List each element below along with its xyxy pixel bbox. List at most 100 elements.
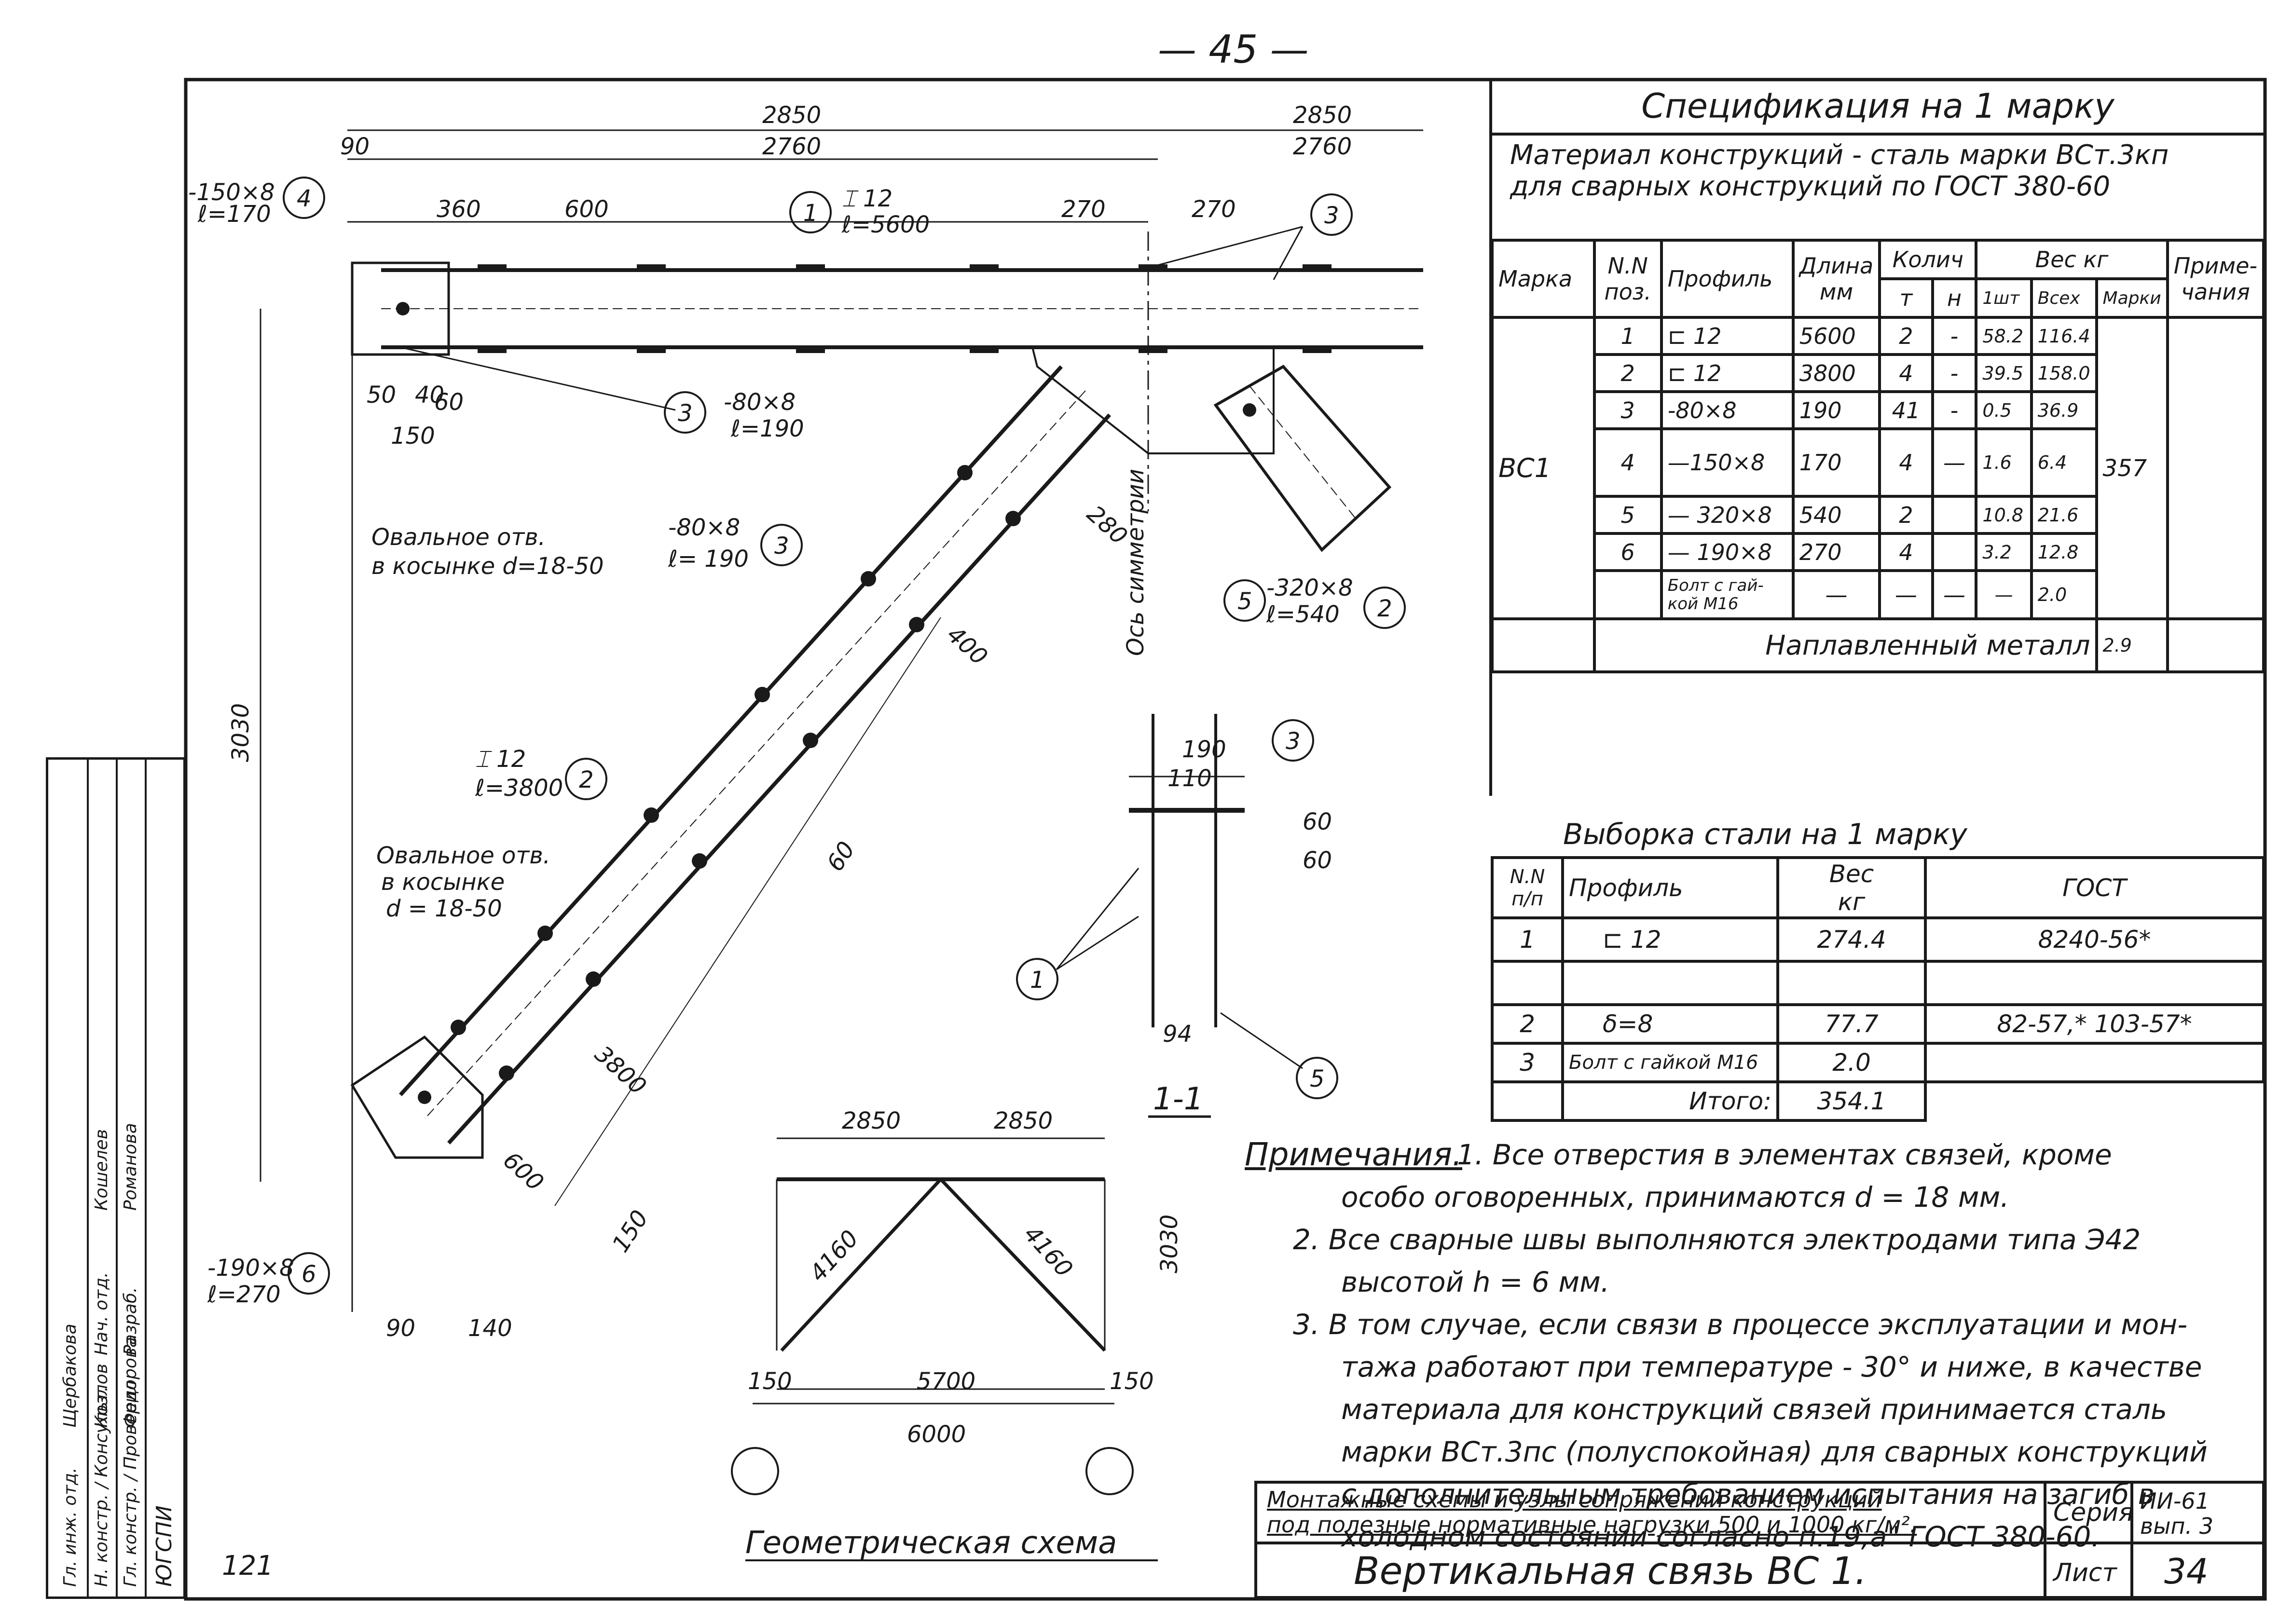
sheet-label: Лист xyxy=(2053,1558,2117,1587)
mark-value: ВС1 xyxy=(1491,316,1596,620)
table-row: Болт с гай- кой М16————2.0 xyxy=(1492,569,2264,620)
svg-text:3: 3 xyxy=(1324,202,1339,229)
svg-text:3030: 3030 xyxy=(1156,1215,1183,1273)
svg-text:2850: 2850 xyxy=(1293,102,1352,129)
total-row: Итого:354.1 xyxy=(1491,1080,2264,1122)
header-note: Приме-чания xyxy=(2166,239,2265,319)
svg-text:2760: 2760 xyxy=(762,133,821,160)
svg-text:6: 6 xyxy=(302,1261,316,1288)
svg-text:5700: 5700 xyxy=(917,1368,975,1395)
svg-text:⌶ 12: ⌶ 12 xyxy=(475,746,526,773)
svg-text:ℓ=270: ℓ=270 xyxy=(207,1281,281,1308)
svg-text:ℓ=540: ℓ=540 xyxy=(1266,601,1340,628)
series-value-2: вып. 3 xyxy=(2140,1513,2214,1539)
note-line: 1. Все отверстия в элементах связей, кро… xyxy=(1457,1138,2112,1171)
series-value-1: ИИ-61 xyxy=(2140,1488,2210,1514)
svg-text:140: 140 xyxy=(468,1315,512,1342)
svg-text:60: 60 xyxy=(822,837,860,876)
svg-text:2850: 2850 xyxy=(762,102,821,129)
stamp-org: ЮГСПИ xyxy=(152,1505,177,1587)
main-elevation xyxy=(260,129,1423,1312)
svg-text:90: 90 xyxy=(340,133,370,160)
sel-header-profile: Профиль xyxy=(1561,856,1779,919)
svg-text:Ось симметрии: Ось симметрии xyxy=(1122,469,1149,656)
svg-text:ℓ=190: ℓ=190 xyxy=(730,415,804,442)
header-mark: Марка xyxy=(1491,239,1596,319)
project-line-1: Монтажные схемы и узлы сопряжений констр… xyxy=(1267,1487,1882,1513)
svg-text:5: 5 xyxy=(1310,1065,1325,1092)
mark-weight: 357 xyxy=(2095,316,2169,620)
svg-text:1: 1 xyxy=(1030,967,1045,994)
notes-heading: Примечания. xyxy=(1245,1136,1462,1173)
svg-text:2: 2 xyxy=(1377,595,1392,622)
svg-text:ℓ=170: ℓ=170 xyxy=(197,201,271,228)
svg-text:4160: 4160 xyxy=(1018,1221,1078,1283)
note-line: холодном состоянии согласно п.19,а" ГОСТ… xyxy=(1341,1520,2100,1553)
page-number: — 45 — xyxy=(1158,27,1309,72)
note-line: 2. Все сварные швы выполняются электрода… xyxy=(1293,1223,2141,1256)
svg-text:-80×8: -80×8 xyxy=(724,389,796,416)
sheet-value: 34 xyxy=(2164,1551,2209,1592)
drawing-frame xyxy=(184,78,2267,1601)
svg-text:60: 60 xyxy=(1303,808,1332,835)
material-line-2: для сварных конструкций по ГОСТ 380-60 xyxy=(1510,171,2111,202)
note-line: тажа работают при температуре - 30° и ни… xyxy=(1341,1351,2202,1383)
svg-text:3: 3 xyxy=(1286,728,1301,755)
svg-text:400: 400 xyxy=(942,621,993,670)
svg-text:ℓ= 190: ℓ= 190 xyxy=(668,546,749,573)
svg-text:3: 3 xyxy=(678,400,693,427)
svg-text:2850: 2850 xyxy=(994,1107,1053,1134)
sel-header-gost: ГОСТ xyxy=(1924,856,2265,919)
svg-text:в косынке d=18-50: в косынке d=18-50 xyxy=(371,553,604,580)
svg-text:⌶ 12: ⌶ 12 xyxy=(842,185,892,212)
svg-text:1: 1 xyxy=(803,200,818,227)
svg-text:Геометрическая схема: Геометрическая схема xyxy=(745,1525,1117,1561)
svg-text:3800: 3800 xyxy=(590,1040,651,1100)
svg-text:94: 94 xyxy=(1163,1021,1192,1048)
side-stamp: ЮГСПИ Гл. констр. / Проверил Н. констр. … xyxy=(46,757,186,1599)
material-line-1: Материал конструкций - сталь марки ВСт.3… xyxy=(1510,139,2169,171)
note-line: особо оговоренных, принимаются d = 18 мм… xyxy=(1341,1181,2009,1214)
specification-block: Спецификация на 1 марку Материал констру… xyxy=(1491,80,2265,796)
svg-text:50: 50 xyxy=(367,382,396,409)
svg-text:600: 600 xyxy=(564,196,609,223)
drawing-labels: 2850 2850 2760 2760 90 360 600 270 270 -… xyxy=(188,102,1406,1342)
svg-text:ℓ=5600: ℓ=5600 xyxy=(841,211,930,238)
svg-text:270: 270 xyxy=(1061,196,1106,223)
specification-title: Спецификация на 1 марку xyxy=(1491,80,2265,136)
project-line-2: под полезные нормативные нагрузки 500 и … xyxy=(1267,1512,1917,1538)
svg-text:150: 150 xyxy=(391,423,435,450)
svg-text:190: 190 xyxy=(1182,736,1226,763)
svg-text:в косынке: в косынке xyxy=(381,869,505,896)
svg-text:270: 270 xyxy=(1192,196,1236,223)
svg-text:4: 4 xyxy=(297,185,312,212)
svg-text:-80×8: -80×8 xyxy=(668,514,740,541)
svg-text:1-1: 1-1 xyxy=(1153,1081,1204,1117)
header-profile: Профиль xyxy=(1660,239,1795,319)
note-line: материала для конструкций связей принима… xyxy=(1341,1393,2168,1426)
svg-text:2850: 2850 xyxy=(842,1107,901,1134)
svg-text:150: 150 xyxy=(1110,1368,1154,1395)
svg-text:60: 60 xyxy=(434,389,464,416)
svg-text:4160: 4160 xyxy=(804,1225,864,1287)
note-line: высотой h = 6 мм. xyxy=(1341,1266,1610,1298)
svg-text:40: 40 xyxy=(415,382,444,409)
series-label: Серия xyxy=(2053,1498,2134,1527)
svg-text:Овальное отв.: Овальное отв. xyxy=(376,842,550,869)
header-weight: Вес кг xyxy=(1975,239,2169,280)
svg-text:150: 150 xyxy=(748,1368,792,1395)
svg-text:600: 600 xyxy=(498,1146,549,1196)
svg-text:110: 110 xyxy=(1167,765,1212,792)
drawing-title: Вертикальная связь ВС 1. xyxy=(1354,1550,1867,1593)
